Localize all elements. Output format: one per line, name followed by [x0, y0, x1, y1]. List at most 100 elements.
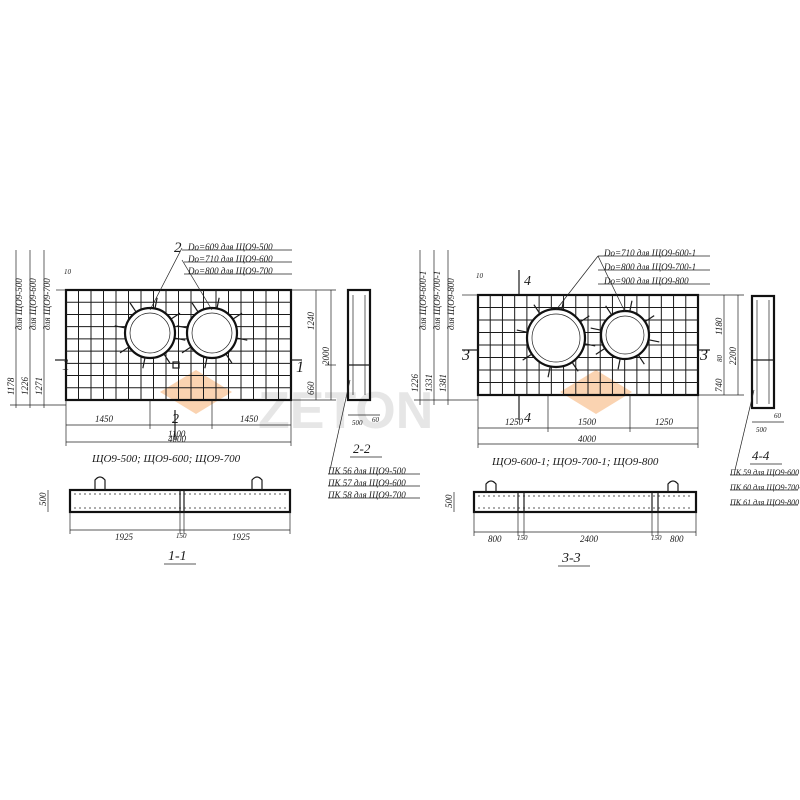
right-side-dim-3: 1381: [438, 374, 448, 392]
right-pipe-opening-2: [599, 309, 651, 361]
right-pipe-opening-1: [525, 307, 587, 369]
left-total-width: 4000: [168, 434, 187, 444]
radial-bar: [617, 359, 621, 370]
left-section-mark-left: 1: [62, 357, 70, 374]
right-plan: [476, 293, 700, 397]
radial-bar: [176, 325, 187, 329]
left-section-1-1-dim-1: 1925: [115, 532, 134, 542]
radial-bar: [605, 305, 612, 315]
radial-bar: [233, 312, 243, 320]
left-right-dim-1: 1240: [306, 312, 316, 331]
right-side-dim-1: 1226: [410, 374, 420, 393]
left-cut-mark-top: 2: [174, 240, 182, 256]
right-panel-note-leaders: [730, 389, 798, 506]
right-section-4-4-outline: [750, 294, 776, 410]
right-bottom-dimension-lines: [477, 395, 699, 448]
right-pipe-note-1: Do=710 для ЩО9-600-1: [603, 248, 696, 258]
radial-bar: [114, 325, 125, 329]
radial-bar: [590, 327, 601, 331]
radial-bar: [181, 346, 191, 354]
left-panel-note-2: ПК 57 для ЩО9-600: [327, 478, 406, 488]
left-side-label-1: для ЩО9-500: [14, 278, 24, 330]
right-panel-note-2: ПК 60 для ЩО9-700-1: [729, 483, 800, 492]
right-section-4-4-caption: 4-4: [752, 448, 770, 463]
right-pipe-note-3: Do=900 для ЩО9-800: [603, 276, 689, 286]
left-pipe-note-1: Do=609 для ЩО9-500: [187, 242, 273, 252]
right-bottom-dim-2: 1500: [578, 417, 597, 427]
left-plan-insert: [172, 361, 180, 369]
left-caption: ЩО9-500; ЩО9-600; ЩО9-700: [91, 453, 241, 465]
left-pipe-note-2: Do=710 для ЩО9-600: [187, 254, 273, 264]
radial-bar: [629, 300, 633, 311]
left-pipe-reinforcement: [114, 297, 248, 369]
right-right-dim-1: 2200: [728, 347, 738, 366]
radial-bar: [142, 358, 146, 369]
left-section-1-1: [47, 476, 292, 534]
left-side-label-3: для ЩО9-700: [42, 278, 52, 330]
right-right-dimension-lines: [698, 294, 744, 396]
watermark-logo-left: [160, 370, 232, 414]
radial-bar: [572, 362, 579, 372]
right-side-label-2: для ЩО9-700-1: [432, 271, 442, 330]
radial-bar: [547, 367, 551, 378]
right-right-dim-2: 1180: [714, 317, 724, 335]
left-pipe-note-3: Do=800 для ЩО9-700: [187, 266, 273, 276]
left-pipe-opening-1: [123, 306, 177, 360]
right-side-label-3: для ЩО9-800: [446, 278, 456, 330]
right-pipe-inner-2: [605, 315, 645, 355]
right-right-dim-3: 80: [716, 355, 724, 363]
left-section-mark-right: 1: [296, 359, 304, 376]
right-pipe-reinforcement: [516, 298, 660, 378]
right-section-3-3-dim-5: 800: [670, 534, 684, 544]
left-panel-note-3: ПК 58 для ЩО9-700: [327, 490, 406, 500]
right-small-dim-1: 10: [476, 272, 484, 280]
right-side-dim-2: 1331: [424, 374, 434, 392]
radial-bar: [204, 358, 208, 369]
left-leaders: [149, 247, 292, 311]
left-cut-mark-bottom: 2: [172, 412, 179, 427]
left-panel-note-1: ПК 56 для ЩО9-500: [327, 466, 406, 476]
left-section-1-1-caption: 1-1: [168, 549, 187, 564]
left-small-dim-4: 500: [352, 419, 363, 427]
right-side-dimension-lines: [414, 250, 478, 405]
right-section-3-3: [453, 480, 698, 536]
radial-bar: [191, 302, 199, 312]
right-total-width: 4000: [578, 434, 597, 444]
left-pipe-inner-1: [129, 312, 171, 354]
radial-bar: [533, 304, 540, 314]
right-small-dim-4: 500: [756, 426, 767, 434]
radial-bar: [154, 297, 158, 308]
left-panel-note-leaders: [328, 379, 420, 499]
left-bottom-dimension-lines: [65, 400, 292, 446]
left-side-dimension-lines: [10, 250, 66, 408]
radial-bar: [522, 354, 532, 361]
left-side-dim-2: 1226: [20, 377, 30, 396]
radial-bar: [129, 302, 137, 312]
left-section-2-2-caption: 2-2: [353, 441, 371, 456]
left-section-2-2: [346, 288, 380, 416]
watermark: ZETON: [160, 370, 632, 440]
radial-bar: [119, 346, 129, 354]
left-section-1-1-height: 500: [38, 492, 48, 506]
right-panel-note-3: ПК 61 для ЩО9-800: [729, 498, 799, 507]
right-section-3-3-dim-1: 800: [488, 534, 502, 544]
radial-bar: [216, 297, 220, 308]
left-side-dim-3: 1271: [34, 377, 44, 395]
right-section-4-4: [750, 294, 784, 423]
left-section-1-1-dim-2: 150: [176, 532, 187, 540]
right-section-3-3-outline: [472, 490, 698, 514]
right-bottom-dim-1: 1250: [505, 417, 524, 427]
left-right-dim-3: 660: [306, 381, 316, 395]
radial-bar: [516, 329, 527, 333]
radial-bar: [638, 355, 645, 365]
left-bottom-dim-2: 1100: [168, 429, 186, 439]
right-section-3-3-dim-4: 150: [651, 534, 662, 542]
right-leaders: [555, 255, 710, 313]
left-right-dim-2: 2000: [321, 347, 331, 366]
left-pipe-opening-2: [185, 306, 239, 360]
right-side-label-1: для ЩО9-600-1: [418, 271, 428, 330]
right-cut-mark-bottom: 4: [524, 411, 531, 426]
right-section-3-3-dim-2: 150: [517, 534, 528, 542]
radial-bar: [645, 315, 655, 322]
